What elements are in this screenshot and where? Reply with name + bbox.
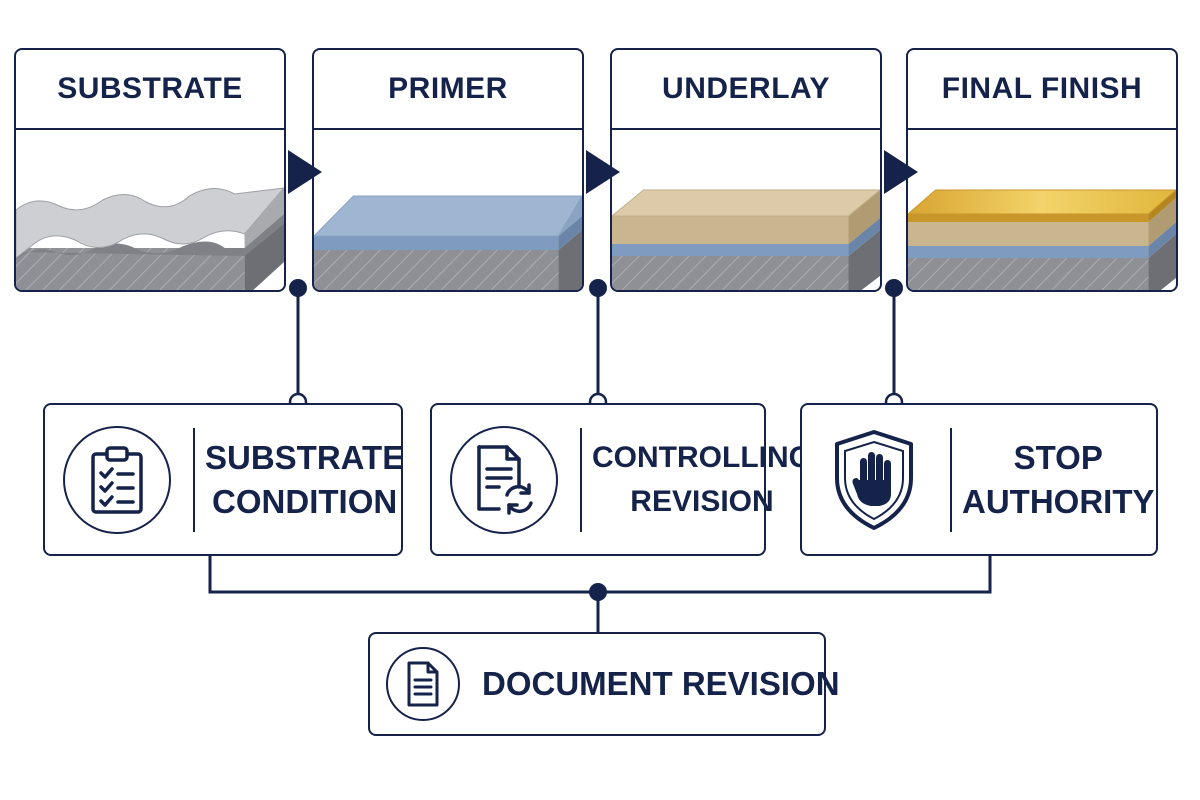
substrate-illustration	[16, 130, 284, 290]
concept-card-controlling-revision: CONTROLLING REVISION	[430, 403, 812, 556]
concept-label: SUBSTRATE CONDITION	[195, 436, 414, 524]
divider	[950, 427, 952, 532]
document-refresh-icon	[450, 425, 558, 534]
concept-label-line2: AUTHORITY	[962, 482, 1155, 520]
stage-arrow-icon	[884, 150, 918, 194]
concept-label-line1: CONTROLLING	[592, 440, 812, 474]
concept-label-line2: CONDITION	[212, 482, 398, 520]
concept-label: CONTROLLING REVISION	[582, 436, 822, 524]
stage-title: FINAL FINISH	[908, 50, 1176, 130]
underlay-illustration	[612, 130, 880, 290]
stage-card-primer: PRIMER	[312, 48, 584, 292]
document-revision-label: DOCUMENT REVISION	[482, 665, 840, 702]
divider	[193, 427, 195, 532]
stage-title: UNDERLAY	[612, 50, 880, 130]
concept-label-line2: REVISION	[630, 484, 774, 518]
stage-arrow-icon	[586, 150, 620, 194]
concept-label: STOP AUTHORITY	[952, 436, 1165, 524]
concept-label-line1: STOP	[1013, 438, 1103, 476]
stage-title: PRIMER	[314, 50, 582, 130]
final-finish-illustration	[908, 130, 1176, 290]
stage-arrow-icon	[288, 150, 322, 194]
stage-card-underlay: UNDERLAY	[610, 48, 882, 292]
stage-title: SUBSTRATE	[16, 50, 284, 130]
stage-card-final-finish: FINAL FINISH	[906, 48, 1178, 292]
document-revision-card: DOCUMENT REVISION	[368, 632, 840, 736]
concept-label-line1: SUBSTRATE	[205, 438, 405, 476]
stage-card-substrate: SUBSTRATE	[14, 48, 286, 292]
shield-hand-icon	[820, 426, 928, 534]
document-icon	[386, 647, 460, 721]
divider	[580, 427, 582, 532]
primer-illustration	[314, 130, 582, 290]
concept-card-stop-authority: STOP AUTHORITY	[800, 403, 1158, 556]
concept-card-substrate-condition: SUBSTRATE CONDITION	[43, 403, 404, 556]
clipboard-checklist-icon	[63, 425, 171, 534]
